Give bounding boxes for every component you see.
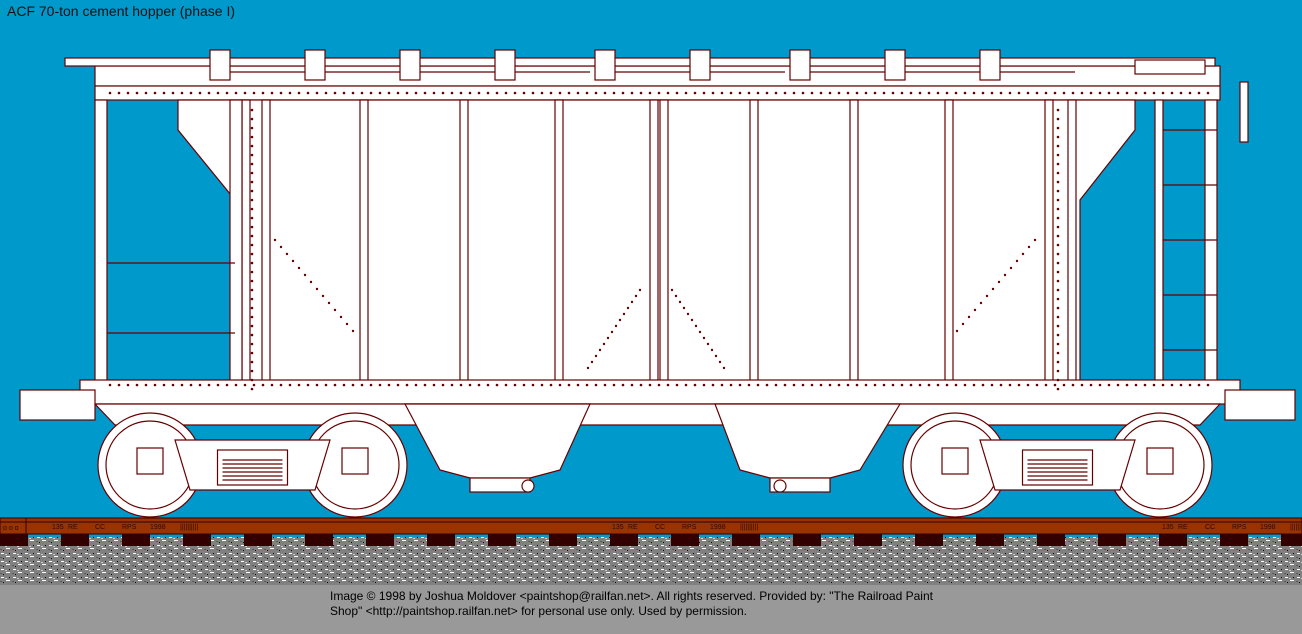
coupler-left (19, 389, 96, 421)
rail-marking-year: 1998 (150, 524, 166, 531)
tie (61, 534, 89, 546)
rail-marking-year: 1998 (710, 524, 726, 531)
tie (793, 534, 821, 546)
rail-marking-group: 135 RE CC RPS 1998 |||||||||| (1162, 524, 1302, 531)
side-sill (79, 379, 1241, 405)
hopper-bay-right (714, 403, 902, 479)
tie (183, 534, 211, 546)
footer: Image © 1998 by Joshua Moldover <paintsh… (0, 585, 1302, 634)
rail-marking-type: CC (1205, 524, 1215, 531)
tie (0, 534, 28, 546)
tie (549, 534, 577, 546)
hatch-latch (689, 49, 711, 81)
hatch-latch (304, 49, 326, 81)
tie (854, 534, 882, 546)
rail-marking-section: RE (628, 524, 638, 531)
rail-marking-maker: RPS (682, 524, 697, 531)
side-post (1044, 99, 1054, 401)
side-post (749, 99, 759, 401)
tie (1220, 534, 1248, 546)
truck (902, 412, 1213, 518)
side-post (459, 99, 469, 401)
page-title: ACF 70-ton cement hopper (phase I) (7, 3, 236, 19)
rail-marking-section: RE (1178, 524, 1188, 531)
rail-marking-bars: |||||||||| (740, 524, 758, 531)
tie (732, 534, 760, 546)
hatch-latch (594, 49, 616, 81)
rail-marking-maker: RPS (122, 524, 137, 531)
rail-marking-group: 135 RE CC RPS 1998 |||||||||| (52, 524, 198, 531)
side-post (261, 99, 271, 401)
tie (1281, 534, 1302, 546)
tie (976, 534, 1004, 546)
journal-box (1146, 447, 1174, 475)
rail-marking-bars: |||||||||| (180, 524, 198, 531)
tie (915, 534, 943, 546)
rail-marking-weight: 135 (612, 524, 624, 531)
journal-box (941, 447, 969, 475)
svg-text:o o o: o o o (3, 525, 19, 532)
tie (122, 534, 150, 546)
rail-marking-section: RE (68, 524, 78, 531)
tie (610, 534, 638, 546)
side-post (659, 99, 669, 401)
tie (366, 534, 394, 546)
hatch-latch (789, 49, 811, 81)
brake-wheel (1239, 81, 1249, 143)
journal-box (136, 447, 164, 475)
roof-walk (94, 65, 1221, 87)
rail-marking-type: CC (655, 524, 665, 531)
side-post (359, 99, 369, 401)
end-ladder-left (94, 99, 108, 401)
hopper-bay-left (404, 403, 591, 479)
rail-marking-group: 135 RE CC RPS 1998 |||||||||| (612, 524, 758, 531)
copyright-credit: Image © 1998 by Joshua Moldover <paintsh… (330, 589, 970, 619)
hatch-latch (979, 49, 1001, 81)
rail-marking-maker: RPS (1232, 524, 1247, 531)
tie (427, 534, 455, 546)
rail-ties (0, 534, 1302, 546)
side-post (1067, 99, 1077, 401)
hopper-car-illustration: o o o 135 RE CC RPS 1998 |||||||||| 135 RE CC RPS… (0, 49, 1302, 585)
coupler-right (1224, 389, 1296, 421)
hatch-latch (209, 49, 231, 81)
side-posts (241, 99, 1077, 401)
end-ladder-right (1204, 99, 1218, 401)
roof-hatches (209, 49, 1206, 81)
tie (1037, 534, 1065, 546)
tie (671, 534, 699, 546)
tie (1098, 534, 1126, 546)
hopper-car (19, 49, 1296, 518)
roof-platform (1134, 59, 1206, 75)
tie (244, 534, 272, 546)
rail-markings: 135 RE CC RPS 1998 |||||||||| 135 RE CC RPS 1998 ||… (52, 524, 1302, 531)
tie (1159, 534, 1187, 546)
side-post (849, 99, 859, 401)
tie (305, 534, 333, 546)
credit-line-2: Shop" <http://paintshop.railfan.net> for… (330, 604, 747, 618)
credit-line-1: Image © 1998 by Joshua Moldover <paintsh… (330, 589, 933, 603)
hatch-latch (884, 49, 906, 81)
ballast (0, 537, 1302, 585)
rail-marking-type: CC (95, 524, 105, 531)
rail-marking-weight: 135 (52, 524, 64, 531)
journal-box (341, 447, 369, 475)
side-post (944, 99, 954, 401)
trucks (97, 412, 1213, 518)
hatch-latch (494, 49, 516, 81)
tie (488, 534, 516, 546)
side-post (241, 99, 251, 401)
rail-marking-bars: |||||||||| (1290, 524, 1302, 531)
hatch-latch (399, 49, 421, 81)
rail-marking-weight: 135 (1162, 524, 1174, 531)
side-post (649, 99, 659, 401)
side-post (554, 99, 564, 401)
truck (97, 412, 408, 518)
rail-marking-year: 1998 (1260, 524, 1276, 531)
